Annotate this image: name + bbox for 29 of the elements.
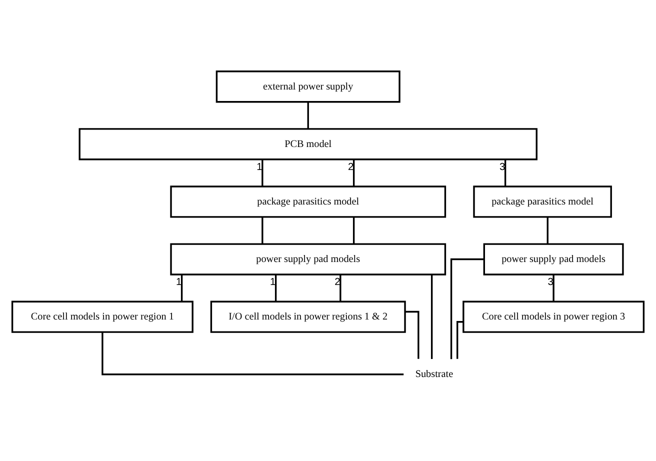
node-box: external power supply — [216, 70, 400, 103]
edge-label: 1 — [270, 277, 276, 288]
connector — [430, 274, 433, 360]
connector — [102, 332, 404, 376]
edge-label: 3 — [500, 162, 506, 174]
connector — [307, 102, 309, 129]
connector — [352, 160, 355, 186]
node-box: power supply pad models — [170, 243, 446, 276]
connector — [504, 160, 506, 186]
connector — [450, 258, 484, 360]
connector — [180, 274, 183, 302]
node-box: power supply pad models — [483, 243, 624, 276]
connector — [274, 274, 277, 302]
node-box: Core cell models in power region 1 — [11, 300, 194, 333]
node-box: I/O cell models in power regions 1 & 2 — [210, 300, 406, 333]
connector — [352, 217, 355, 244]
node-text: Substrate — [415, 369, 454, 380]
edge-label: 2 — [348, 162, 354, 174]
node-box: package parasitics model — [170, 186, 446, 218]
node-box: Core cell models in power region 3 — [462, 300, 645, 333]
connector — [552, 274, 554, 302]
node-box: package parasitics model — [473, 186, 612, 218]
connector — [546, 217, 548, 244]
connector — [340, 274, 342, 302]
edge-label: 1 — [176, 277, 182, 288]
connector — [262, 217, 264, 244]
connector — [456, 321, 464, 359]
connector — [262, 160, 264, 186]
node-box: PCB model — [78, 128, 538, 160]
